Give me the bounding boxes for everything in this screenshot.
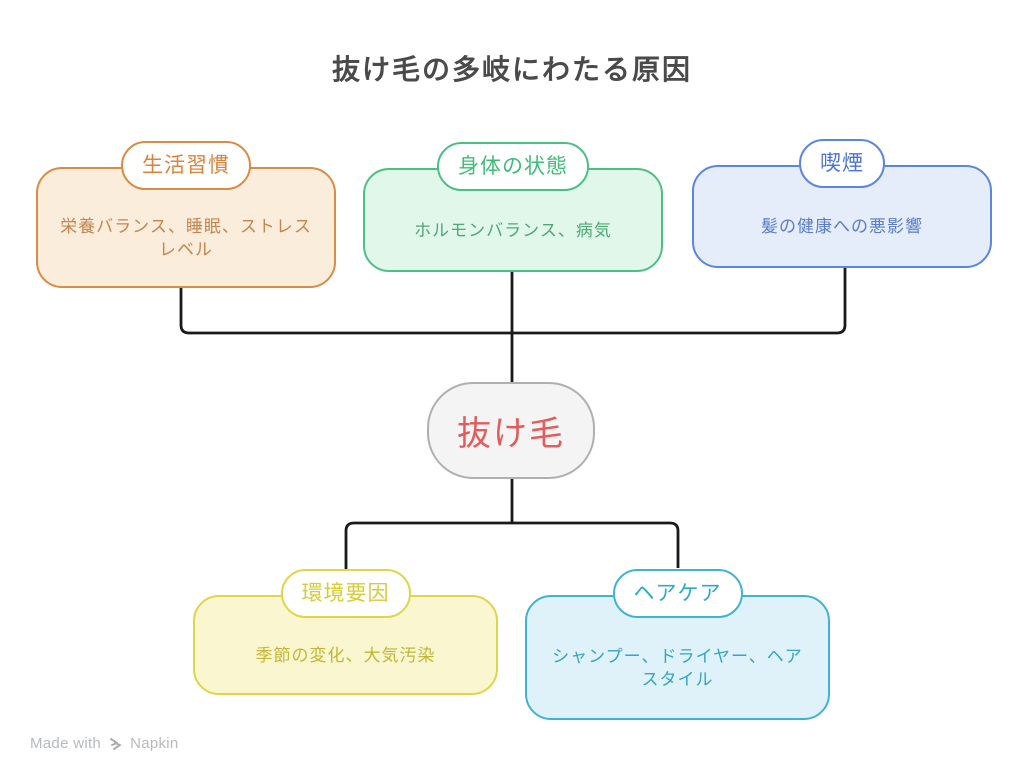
node-smoking-label: 喫煙 <box>820 152 864 175</box>
node-haircare-body: シャンプー、ドライヤー、ヘアスタイル <box>552 646 803 689</box>
node-environment-body: 季節の変化、大気汚染 <box>255 645 436 665</box>
node-lifestyle-body: 栄養バランス、睡眠、ストレスレベル <box>60 216 312 259</box>
connector-center-to-haircare <box>512 521 680 568</box>
node-environment-label: 環境要因 <box>301 582 390 605</box>
node-haircare-label-pill[interactable]: ヘアケア <box>612 569 743 618</box>
made-with-text: Made with <box>30 735 102 752</box>
node-environment[interactable]: 環境要因 季節の変化、大気汚染 <box>193 569 498 695</box>
node-haircare[interactable]: ヘアケア シャンプー、ドライヤー、ヘアスタイル <box>525 569 830 720</box>
node-physical-condition[interactable]: 身体の状態 ホルモンバランス、病気 <box>363 142 663 272</box>
made-with-napkin-credit[interactable]: Made with Napkin <box>30 735 179 752</box>
node-physical-condition-label-pill[interactable]: 身体の状態 <box>437 142 589 191</box>
connector-group <box>179 267 847 569</box>
node-lifestyle-label-pill[interactable]: 生活習慣 <box>121 141 251 190</box>
connector-center-to-environment <box>344 521 512 569</box>
diagram-title: 抜け毛の多岐にわたる原因 <box>331 54 692 85</box>
node-environment-label-pill[interactable]: 環境要因 <box>280 569 411 618</box>
node-lifestyle-label: 生活習慣 <box>142 154 230 177</box>
node-smoking-body: 髪の健康への悪影響 <box>761 217 923 236</box>
napkin-brand-text: Napkin <box>130 735 179 752</box>
node-hair-loss-center[interactable]: 抜け毛 <box>427 382 595 479</box>
napkin-logo-icon <box>110 737 122 750</box>
node-lifestyle[interactable]: 生活習慣 栄養バランス、睡眠、ストレスレベル <box>36 141 336 288</box>
node-physical-condition-body: ホルモンバランス、病気 <box>414 220 612 240</box>
node-smoking-label-pill[interactable]: 喫煙 <box>799 139 885 188</box>
connector-lifestyle-to-center <box>179 287 512 335</box>
node-hair-loss-center-label: 抜け毛 <box>457 415 565 453</box>
connector-smoking-to-center <box>512 267 847 335</box>
node-smoking[interactable]: 喫煙 髪の健康への悪影響 <box>692 139 992 268</box>
node-physical-condition-label: 身体の状態 <box>458 155 568 178</box>
node-haircare-label: ヘアケア <box>633 582 722 605</box>
